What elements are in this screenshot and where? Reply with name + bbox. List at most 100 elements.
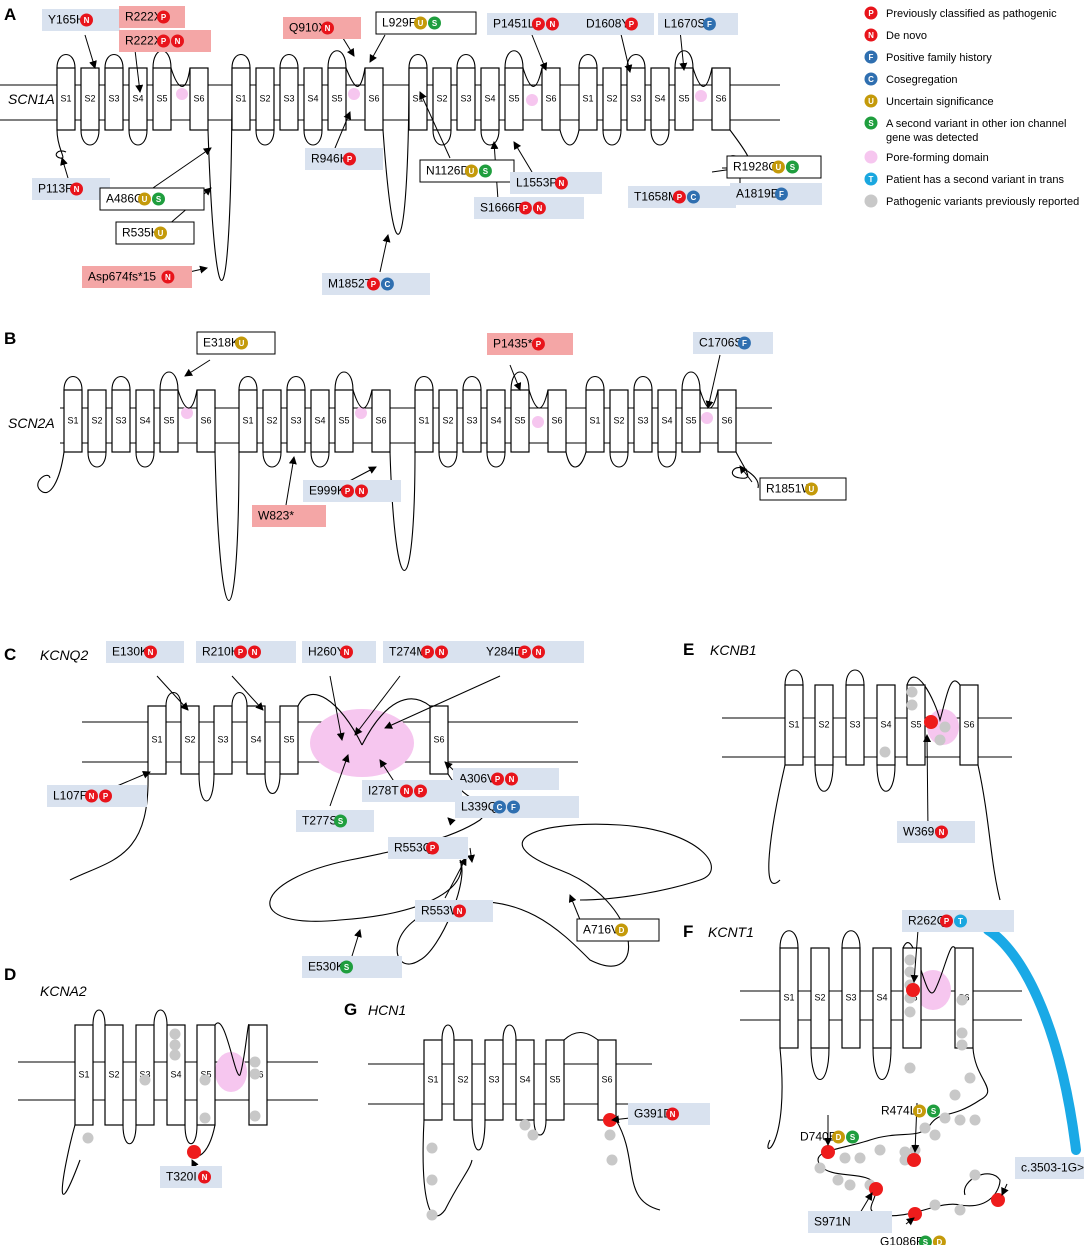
segment-label: S2 (457, 1074, 468, 1084)
segment-label: S5 (163, 415, 174, 425)
segment-label: S5 (910, 719, 921, 729)
variant-arrow (419, 91, 451, 159)
variant-arrow (84, 34, 97, 69)
variant-name: Y284D (486, 645, 523, 659)
badge-letter: N (89, 792, 95, 801)
segment-label: S5 (331, 93, 342, 103)
variant-arrow (334, 111, 351, 149)
segment-box (262, 389, 282, 453)
badge-n-icon (505, 772, 518, 786)
segment-box (152, 67, 172, 131)
loop-path (528, 389, 549, 409)
grey-variant-dot (199, 1074, 211, 1086)
segment-s4: S4 (515, 1039, 535, 1121)
badge-f-icon (737, 336, 751, 350)
badge-letter: D (619, 926, 625, 935)
badge-letter: U (418, 19, 424, 28)
segment-box (135, 389, 155, 453)
segment-s3: S3 (111, 389, 131, 453)
loop-path (462, 375, 482, 391)
segment-box (371, 389, 391, 453)
grey-variant-dot (426, 1209, 438, 1221)
loop-path (153, 1009, 168, 1026)
loop-path (615, 1119, 661, 1211)
grey-variant-dot (964, 1072, 976, 1084)
badge-letter: N (404, 787, 410, 796)
segment-label: S1 (589, 415, 600, 425)
segment-s6: S6 (371, 389, 391, 453)
segment-s1: S1 (585, 389, 605, 453)
red-variant-dot (187, 1145, 201, 1159)
loop-path (602, 129, 622, 146)
variant-arrow (329, 754, 350, 807)
badge-s-icon (340, 960, 353, 974)
grey-variant-dot (954, 1204, 966, 1216)
segment-box (104, 67, 124, 131)
variant-name: R222X (125, 34, 162, 48)
grey-variant-dot (169, 1049, 181, 1061)
variant-arrow (739, 465, 753, 483)
badge-d-icon (832, 1130, 845, 1144)
variant-name: M1852T (328, 277, 373, 291)
segment-box (578, 67, 598, 131)
segment-box (484, 1039, 504, 1121)
loop-path (262, 451, 282, 468)
loop-path (902, 942, 956, 994)
loop-path (977, 764, 1001, 901)
grey-variant-dot (919, 1122, 931, 1134)
gene-label-kcnq2: KCNQ2 (40, 647, 88, 663)
segment-label: S1 (783, 992, 794, 1002)
segment-box (74, 1024, 94, 1126)
loop-path (104, 53, 124, 69)
segment-s2: S2 (262, 389, 282, 453)
label-box (808, 1211, 892, 1233)
grey-variant-dot (527, 1129, 539, 1141)
loop-path (122, 1124, 137, 1145)
variant-arrow (513, 141, 533, 173)
segment-s5: S5 (545, 1039, 565, 1121)
variant-label-kcnt1: S971N (808, 1211, 892, 1233)
variant-name: E318K (203, 336, 239, 350)
segment-label: S4 (876, 992, 887, 1002)
variant-name: L1553P (516, 176, 557, 190)
segment-box (845, 684, 865, 766)
pore-domain (532, 416, 544, 428)
badge-letter: N (344, 648, 350, 657)
loop-path (61, 1124, 81, 1195)
segment-box (547, 389, 567, 453)
segment-box (541, 67, 561, 131)
badge-letter: N (537, 204, 543, 213)
badge-n-icon (435, 645, 448, 659)
segment-box (104, 1024, 124, 1126)
loop-path (779, 930, 799, 949)
variant-name: P113R (38, 182, 74, 196)
segment-label: S4 (139, 415, 150, 425)
segment-s5: S5 (159, 389, 179, 453)
trans-bracket (983, 925, 1081, 1155)
segment-label: S6 (193, 93, 204, 103)
segment-box (334, 389, 354, 453)
grey-variant-dot (519, 1119, 531, 1131)
segment-label: S2 (442, 415, 453, 425)
segment-s5: S5 (681, 389, 701, 453)
segment-s5: S5 (674, 67, 694, 131)
segment-box (279, 67, 299, 131)
segment-s3: S3 (213, 705, 233, 775)
variant-arrow (529, 29, 548, 71)
segment-label: S3 (849, 719, 860, 729)
gene-label-scn1a: SCN1A (8, 91, 55, 107)
variant-name: R1928G (733, 160, 778, 174)
segment-s3: S3 (845, 684, 865, 766)
loop-path (310, 451, 330, 468)
legend-text: Previously classified as pathogenic (886, 8, 1057, 20)
grey-variant-dot (844, 1179, 856, 1191)
segment-label: S4 (519, 1074, 530, 1084)
